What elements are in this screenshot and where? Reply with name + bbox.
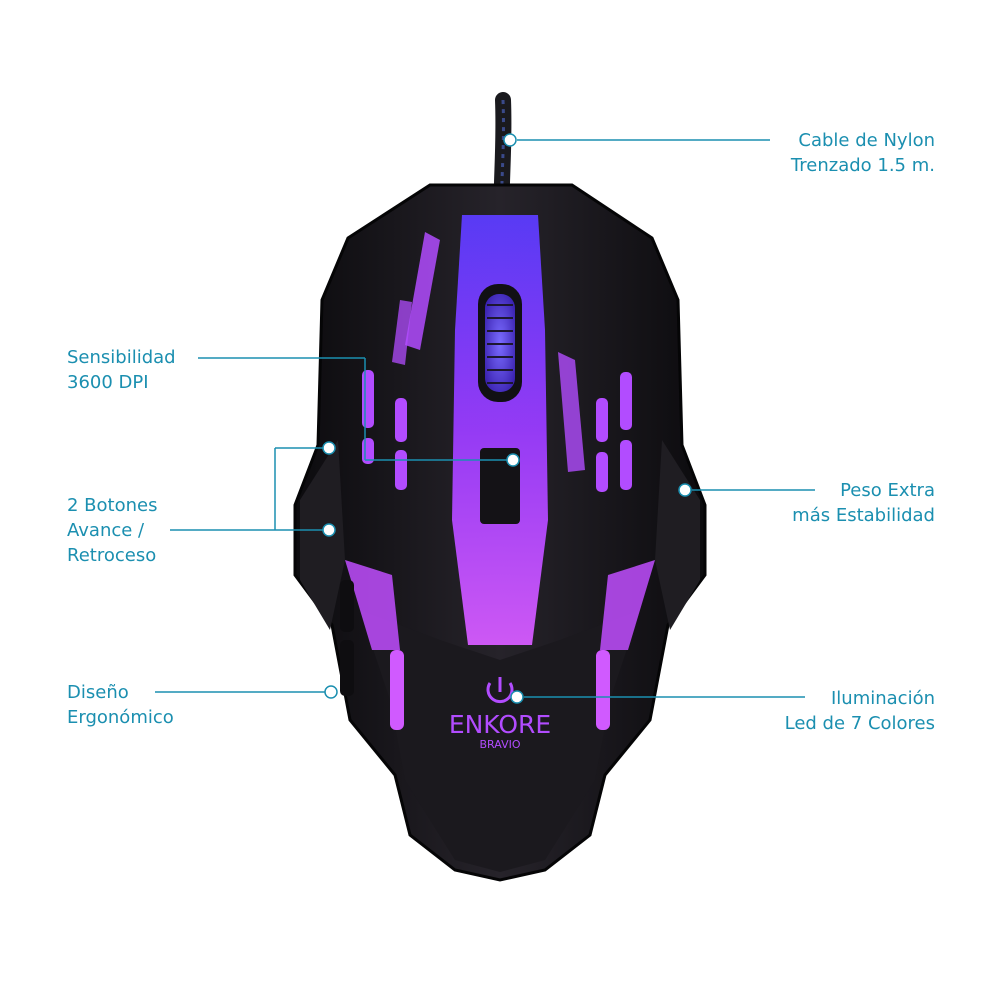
brand-model: BRAVIO <box>480 738 521 751</box>
center-channel <box>452 215 548 645</box>
callout-cable: Cable de Nylon Trenzado 1.5 m. <box>760 128 935 178</box>
left-lower-glow <box>345 560 400 650</box>
callout-weight-line2: más Estabilidad <box>792 505 935 526</box>
callout-side-buttons: 2 Botones Avance / Retroceso <box>67 493 217 568</box>
callout-lighting-line1: Iluminación <box>830 688 935 709</box>
callout-lighting-line2: Led de 7 Colores <box>784 713 935 734</box>
callout-side-buttons-line3: Retroceso <box>67 545 157 566</box>
power-logo-icon <box>486 677 514 704</box>
callout-lines <box>155 133 815 704</box>
callout-cable-line1: Cable de Nylon <box>798 130 935 151</box>
callout-side-buttons-line1: 2 Botones <box>67 495 158 516</box>
callout-design-line2: Ergonómico <box>67 707 174 728</box>
side-button-forward <box>340 580 354 632</box>
callout-cable-line2: Trenzado 1.5 m. <box>790 155 935 176</box>
callout-side-buttons-line2: Avance / <box>67 520 145 541</box>
dpi-button <box>480 448 520 524</box>
right-lower-glow <box>600 560 655 650</box>
left-grip <box>300 440 345 630</box>
callout-sensitivity-line2: 3600 DPI <box>67 372 149 393</box>
palm-rest <box>360 610 640 872</box>
callout-weight: Peso Extra más Estabilidad <box>760 478 935 528</box>
callout-sensitivity-line1: Sensibilidad <box>67 347 176 368</box>
callout-design-line1: Diseño <box>67 682 129 703</box>
brand-name: ENKORE <box>449 710 551 739</box>
right-light-strips <box>558 352 632 492</box>
side-button-back <box>340 640 354 696</box>
callout-design: Diseño Ergonómico <box>67 680 217 730</box>
callout-weight-line1: Peso Extra <box>840 480 935 501</box>
callout-lighting: Iluminación Led de 7 Colores <box>745 686 935 736</box>
callout-sensitivity: Sensibilidad 3600 DPI <box>67 345 217 395</box>
